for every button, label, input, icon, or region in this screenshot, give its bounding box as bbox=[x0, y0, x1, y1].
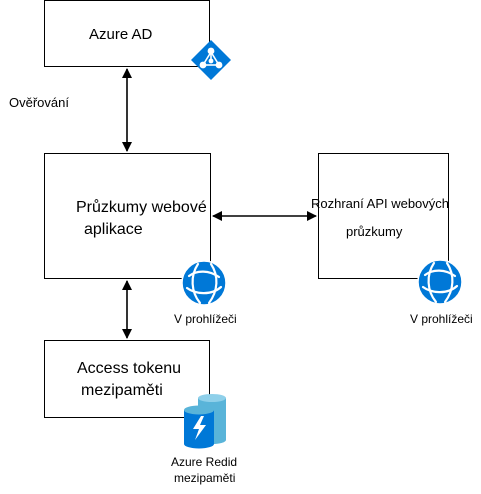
web-api-label-line2: průzkumy bbox=[346, 224, 403, 239]
web-api-globe-icon bbox=[417, 259, 463, 305]
web-api-box bbox=[318, 153, 449, 279]
web-app-caption: V prohlížeči bbox=[174, 312, 237, 326]
web-api-label-line1: Rozhraní API webových bbox=[311, 196, 450, 211]
auth-edge-label: Ověřování bbox=[9, 95, 69, 110]
token-cache-label-line2: mezipaměti bbox=[81, 382, 163, 399]
web-app-box bbox=[44, 153, 211, 279]
web-app-label-line1: Průzkumy webové bbox=[76, 199, 207, 216]
web-api-caption: V prohlížeči bbox=[410, 312, 473, 326]
redis-caption-line2: mezipaměti bbox=[174, 471, 236, 485]
web-app-label-line2: aplikace bbox=[84, 221, 143, 238]
token-cache-box bbox=[44, 340, 210, 418]
azure-active-directory-icon bbox=[191, 40, 231, 80]
azure-ad-label: Azure AD bbox=[89, 26, 153, 43]
token-cache-label-line1: Access tokenu bbox=[77, 360, 182, 377]
azure-ad-box bbox=[44, 0, 210, 67]
web-app-globe-icon bbox=[181, 260, 227, 306]
redis-caption-line1: Azure Redid bbox=[171, 455, 238, 469]
azure-redis-cache-icon bbox=[184, 394, 226, 449]
